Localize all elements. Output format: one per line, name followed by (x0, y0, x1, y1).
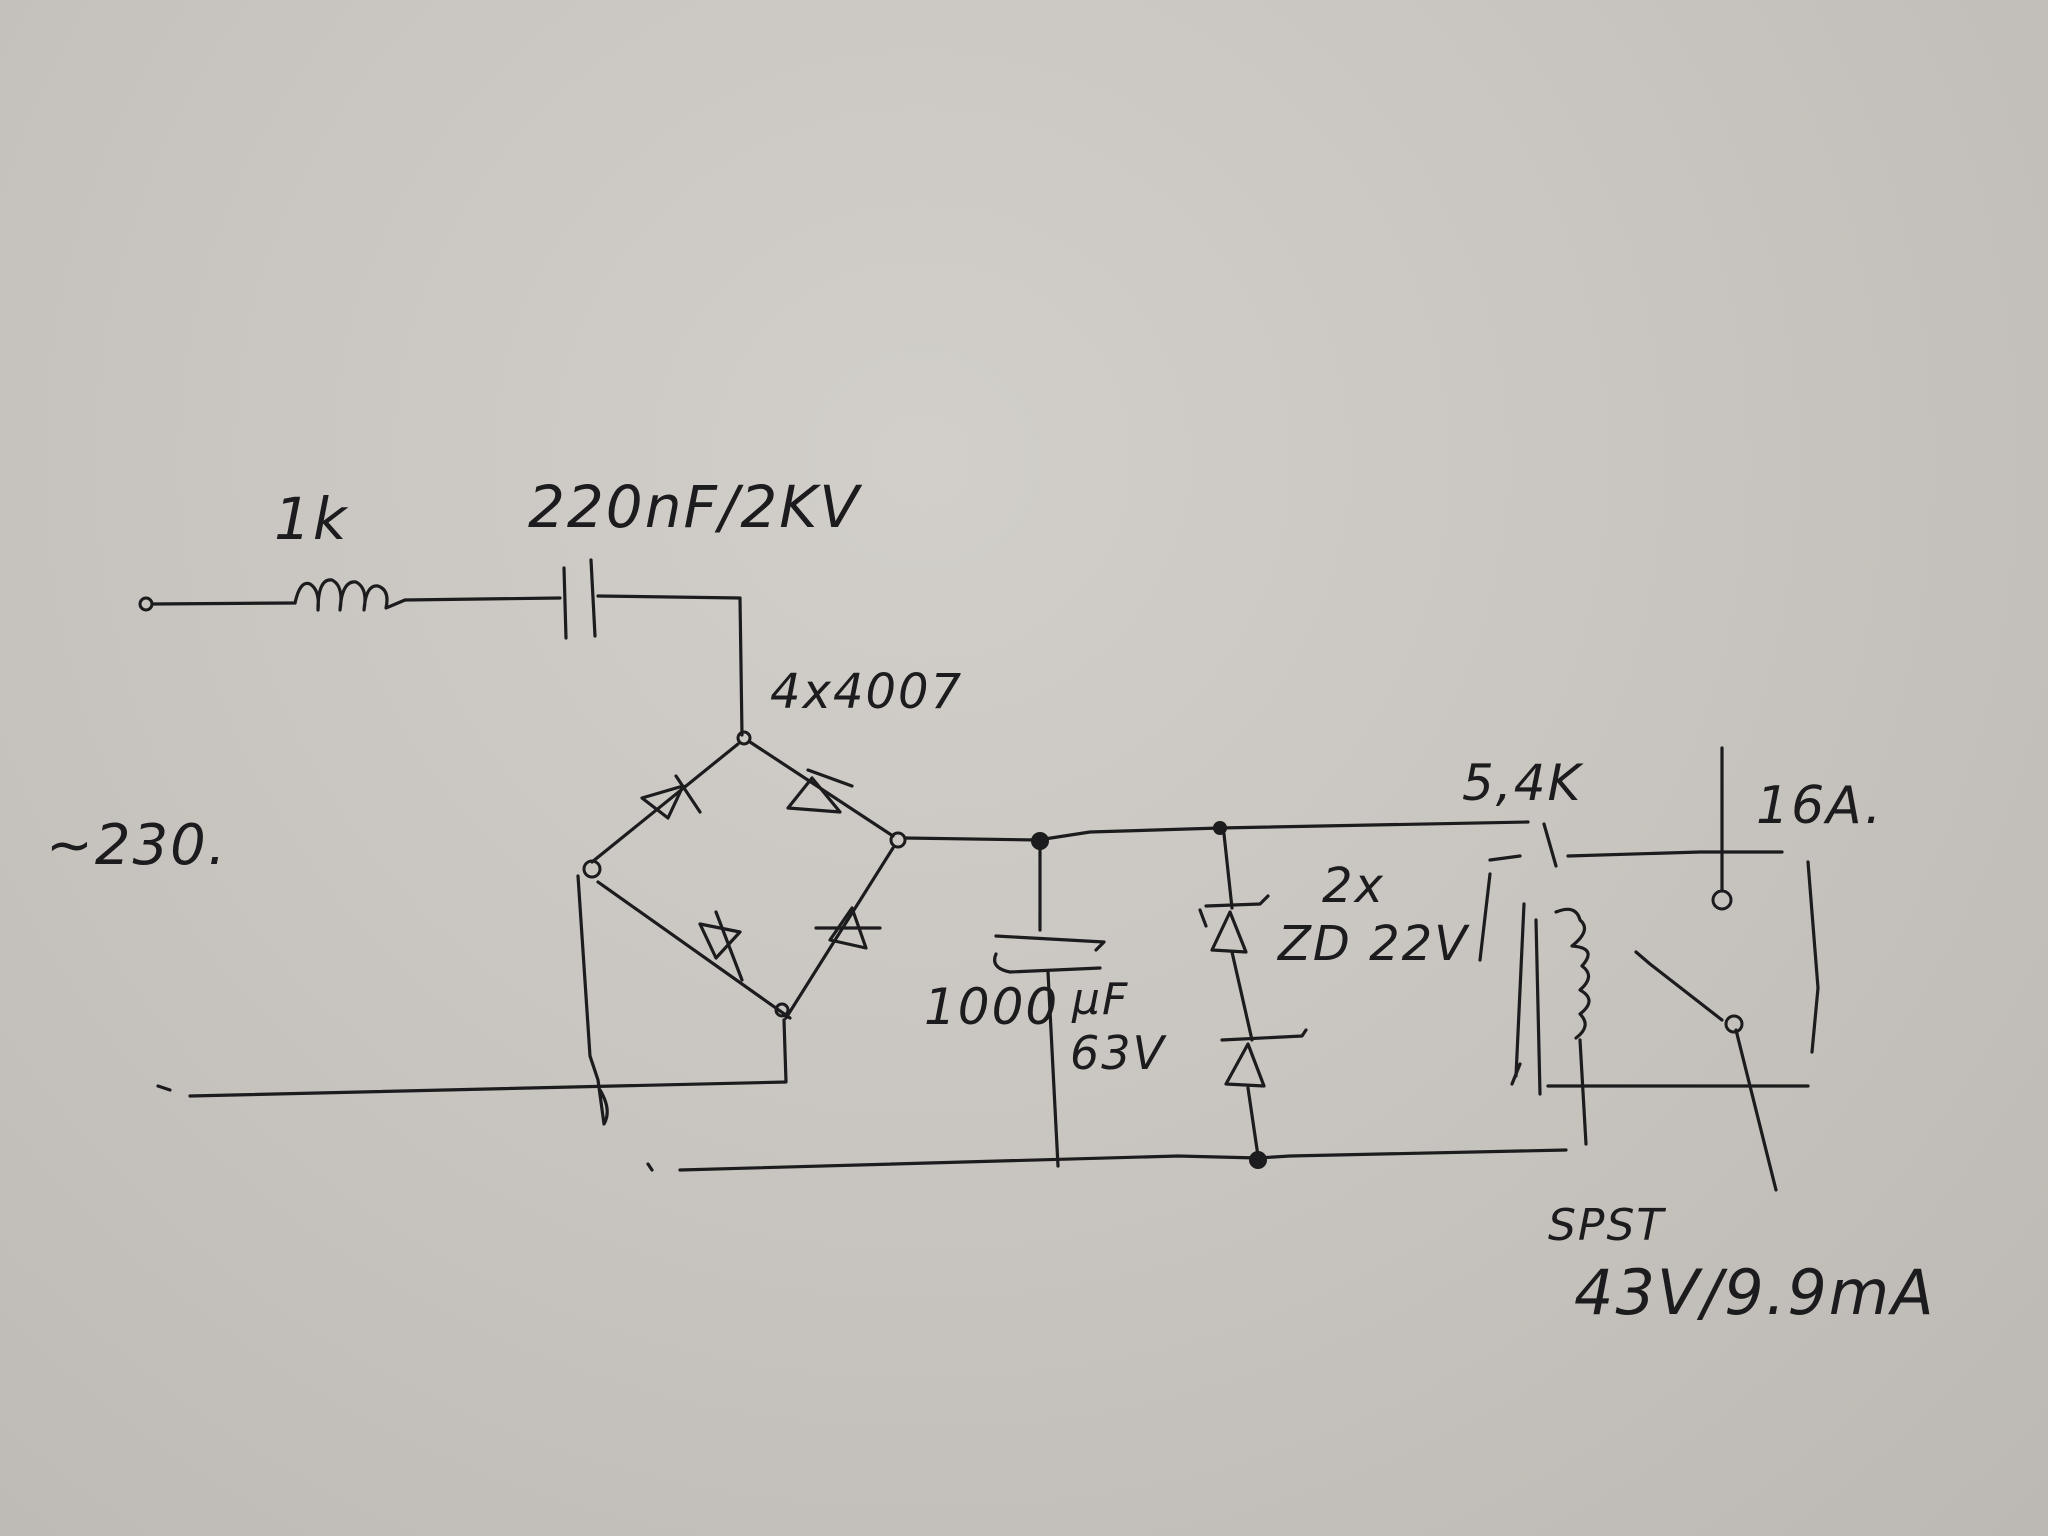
label-relay-coil: 43V/9.9mA (1574, 1256, 1936, 1329)
relay-contact-fixed (1711, 889, 1733, 911)
negative-rail (678, 1148, 1568, 1172)
label-filter-cap-value: 1000 (924, 978, 1060, 1036)
resistor-1k-symbol (293, 578, 407, 612)
zener-diodes (1198, 832, 1308, 1158)
label-zener-count: 2x (1322, 858, 1385, 914)
label-relay-resistor: 5,4K (1462, 754, 1583, 812)
junction-node-ground (1249, 1151, 1267, 1169)
label-capacitor-220nf: 220nF/2KV (528, 473, 861, 541)
filter-capacitor-symbol (993, 848, 1106, 1168)
positive-rail (903, 820, 1530, 842)
junction-node-zener (1213, 821, 1227, 835)
mains-terminal-top (138, 596, 154, 612)
bridge-diode-bottom-left (698, 910, 744, 982)
capacitor-220nf-symbol (562, 558, 597, 640)
relay-series-resistor (1488, 822, 1784, 868)
label-zener-spec: ZD 22V (1278, 916, 1470, 972)
label-relay-type: SPST (1548, 1200, 1666, 1251)
mains-input-line (138, 596, 297, 612)
relay-contact-pivot (1724, 1014, 1744, 1034)
wire-to-bridge-top (596, 594, 744, 737)
bridge-diode-bottom-right (814, 906, 882, 950)
label-bridge-4x4007: 4x4007 (770, 664, 964, 720)
bridge-diode-top-right (786, 768, 854, 814)
relay-contact-switch (1634, 746, 1820, 1192)
label-resistor-1k: 1k (274, 485, 349, 553)
label-mains-230: ~230. (46, 813, 228, 878)
label-filter-cap-voltage: 63V (1070, 1026, 1167, 1080)
diode-bridge (582, 730, 907, 1020)
label-contact-rating: 16A. (1756, 776, 1884, 836)
junction-node-cap (1031, 832, 1049, 850)
bridge-diode-top-left (640, 774, 702, 820)
label-filter-cap-unit: µF (1072, 974, 1130, 1025)
relay-coil-symbol (1478, 872, 1810, 1146)
